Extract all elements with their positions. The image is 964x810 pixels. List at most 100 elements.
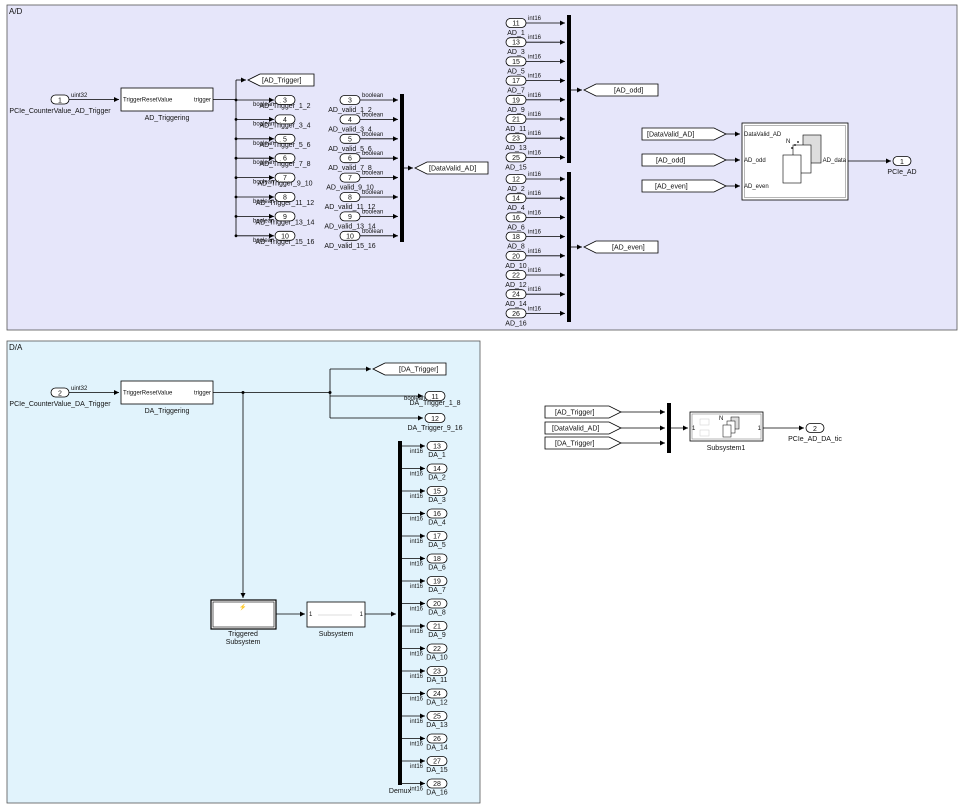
ad-even-inport[interactable]: 24 (505, 289, 527, 300)
tic-outport-oval (805, 423, 825, 433)
ad-goto-datavalid[interactable]: [DataValid_AD] (414, 161, 489, 175)
tic-mux[interactable] (667, 403, 671, 453)
da-inport-2[interactable]: 2 (50, 387, 70, 398)
ad-valid-inport[interactable]: 9 (339, 211, 361, 222)
ad-trigger-outport[interactable]: 8 (274, 192, 296, 202)
da-demux-outport[interactable]: 13 (426, 441, 448, 451)
da-demux-outport[interactable]: 25 (426, 711, 448, 721)
ad-from-odd[interactable]: [AD_odd] (641, 153, 727, 167)
ad-even-inport[interactable]: 20 (505, 250, 527, 261)
ad-signal-type: int16 (528, 268, 542, 274)
ad-outport-1[interactable]: 1 (892, 156, 912, 167)
da-demux-outport[interactable]: 21 (426, 621, 448, 631)
ad-valid-inport-label: AD_valid_3_4 (328, 126, 372, 133)
ad-valid-inport[interactable]: 8 (339, 192, 361, 202)
da-demux-outport-label: DA_10 (426, 655, 448, 662)
da-demux-outport[interactable]: 23 (426, 666, 448, 676)
ad-valid-inport[interactable]: 6 (339, 153, 361, 164)
ad-odd-inport[interactable]: 13 (505, 37, 527, 48)
ad-trigger-outport[interactable]: 3 (274, 95, 296, 105)
da-demux-outport-oval (426, 441, 448, 451)
ad-valid-inport[interactable]: 7 (339, 172, 361, 183)
da-signal-type: int16 (410, 449, 424, 455)
ad-odd-inport[interactable]: 11 (505, 18, 527, 28)
tic-from-ad-trigger[interactable]: [AD_Trigger] (544, 405, 622, 419)
da-demux-outport[interactable]: 26 (426, 733, 448, 744)
da-subsystem-port-out: 1 (360, 612, 364, 618)
ad-odd-inport[interactable]: 17 (505, 75, 527, 86)
da-demux-outport[interactable]: 17 (426, 531, 448, 541)
da-goto-trigger[interactable]: [DA_Trigger] (372, 362, 447, 376)
ad-even-inport[interactable]: 14 (505, 193, 527, 204)
ad-valid-inport[interactable]: 4 (339, 114, 361, 125)
ad-even-mux[interactable] (567, 172, 571, 322)
ad-from-even[interactable]: [AD_even] (641, 179, 727, 193)
ad-odd-inport[interactable]: 25 (505, 152, 527, 163)
ad-valid-inport-label: AD_valid_15_16 (324, 243, 375, 250)
ad-sub-icon-dot (791, 147, 793, 149)
ad-even-inport[interactable]: 18 (505, 231, 527, 242)
ad-goto-odd-shape (583, 83, 659, 97)
ad-inport-1[interactable]: 1 (50, 94, 70, 105)
da-outport-11[interactable]: 11 (424, 391, 446, 402)
ad-trigger-outport-oval (274, 211, 296, 222)
da-demux-outport-num: 25 (433, 714, 441, 721)
da-triggering-block[interactable]: TriggerResetValue trigger (120, 380, 214, 405)
ad-even-inport[interactable]: 16 (505, 212, 527, 223)
da-demux-outport[interactable]: 19 (426, 576, 448, 586)
ad-odd-mux[interactable] (567, 15, 571, 163)
da-outport-12[interactable]: 12 (424, 413, 446, 424)
da-demux-outport-label: DA_15 (426, 767, 448, 774)
da-demux-outport[interactable]: 28 (426, 778, 448, 789)
da-demux-outport[interactable]: 24 (426, 688, 448, 699)
ad-odd-inport[interactable]: 19 (505, 94, 527, 105)
ad-even-inport[interactable]: 26 (505, 308, 527, 319)
ad-odd-inport[interactable]: 23 (505, 133, 527, 144)
da-demux-outport[interactable]: 20 (426, 598, 448, 609)
ad-valid-inport[interactable]: 5 (339, 133, 361, 144)
ad-odd-inport-label: AD_15 (505, 164, 527, 171)
ad-trigger-outport[interactable]: 10 (274, 230, 296, 241)
ad-data-subsystem[interactable]: DataValid_AD AD_odd AD_even AD_data N (741, 122, 849, 201)
ad-trigger-outport[interactable]: 7 (274, 172, 296, 183)
da-subsystem-block[interactable]: 1 1 (306, 601, 366, 628)
tic-subsystem-block[interactable]: 1 1 N (689, 411, 764, 442)
tic-from-da-trigger-text: [DA_Trigger] (555, 441, 594, 448)
ad-goto-trigger[interactable]: [AD_Trigger] (247, 73, 315, 87)
da-demux-outport[interactable]: 16 (426, 508, 448, 519)
tic-from-da-trigger[interactable]: [DA_Trigger] (544, 436, 622, 450)
ad-goto-odd[interactable]: [AD_odd] (583, 83, 659, 97)
ad-valid-inport[interactable]: 3 (339, 95, 361, 105)
tic-from-datavalid[interactable]: [DataValid_AD] (544, 421, 622, 435)
da-demux-outport[interactable]: 18 (426, 553, 448, 564)
ad-even-inports: 12int16AD_214int16AD_416int16AD_618int16… (505, 172, 565, 327)
ad-goto-even[interactable]: [AD_even] (583, 240, 659, 254)
da-demux-outport[interactable]: 27 (426, 756, 448, 766)
da-demux[interactable] (398, 441, 402, 785)
da-demux-outport-oval (426, 778, 448, 789)
ad-odd-inport[interactable]: 15 (505, 56, 527, 67)
ad-trigger-outport[interactable]: 5 (274, 133, 296, 144)
triggered-subsystem-rect (210, 599, 277, 630)
ad-goto-trigger-text: [AD_Trigger] (262, 78, 301, 85)
ad-valid-inport[interactable]: 10 (339, 230, 361, 241)
da-demux-outport[interactable]: 14 (426, 463, 448, 474)
ad-trigger-outport[interactable]: 9 (274, 211, 296, 222)
ad-trigger-outport[interactable]: 4 (274, 114, 296, 125)
ad-triggering-name: AD_Triggering (145, 115, 190, 122)
ad-valid-mux[interactable] (400, 94, 404, 242)
triggered-subsystem-block[interactable]: ⚡ (210, 599, 277, 630)
tic-outport-2[interactable]: 2 (805, 423, 825, 434)
ad-trigger-outport[interactable]: 6 (274, 153, 296, 164)
ad-goto-even-text: [AD_even] (612, 245, 645, 252)
ad-even-inport[interactable]: 12 (505, 174, 527, 184)
da-triggering-out: trigger (194, 391, 211, 397)
da-demux-outport[interactable]: 15 (426, 486, 448, 496)
ad-triggering-block[interactable]: TriggerResetValue trigger (120, 87, 214, 112)
ad-even-inport-num: 18 (512, 234, 520, 241)
ad-even-inport[interactable]: 22 (505, 270, 527, 280)
ad-from-datavalid[interactable]: [DataValid_AD] (641, 127, 727, 141)
da-demux-outport[interactable]: 22 (426, 643, 448, 654)
ad-odd-inport[interactable]: 21 (505, 114, 527, 124)
ad-valid-inport-label: AD_valid_11_12 (325, 204, 376, 211)
